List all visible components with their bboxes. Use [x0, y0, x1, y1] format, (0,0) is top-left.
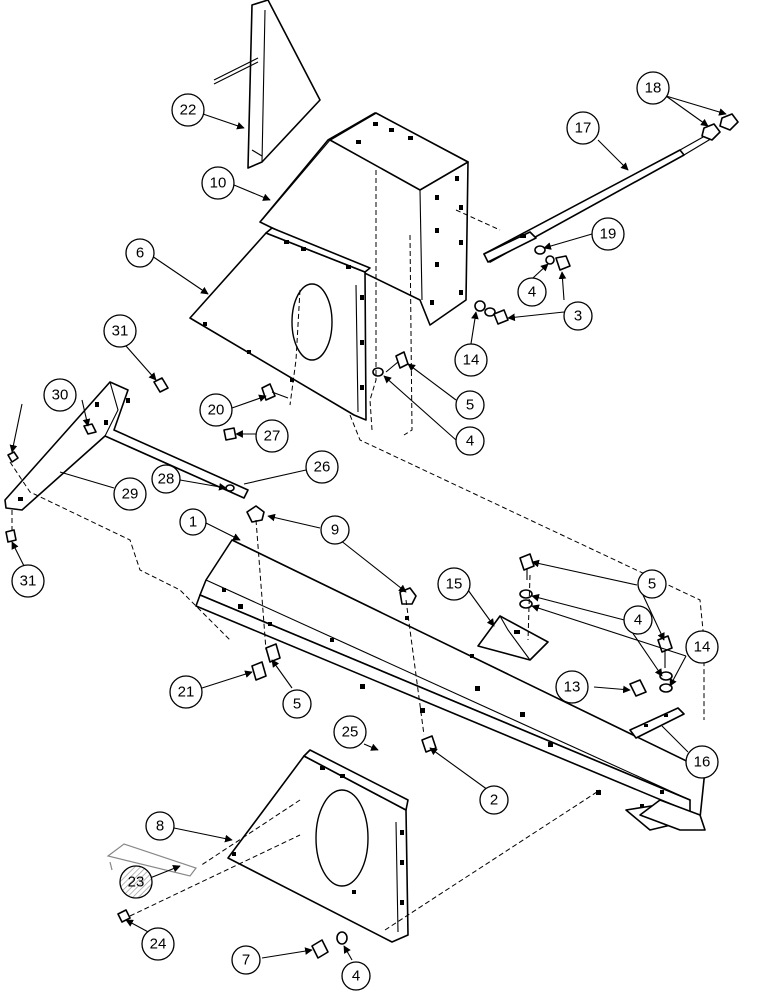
svg-text:28: 28 — [158, 471, 175, 488]
callout-15: 15 — [437, 567, 471, 601]
svg-text:6: 6 — [136, 245, 144, 262]
callout-20: 20 — [199, 393, 233, 427]
callout-22: 22 — [171, 93, 205, 127]
svg-text:23: 23 — [128, 874, 145, 891]
svg-text:27: 27 — [264, 428, 281, 445]
callout-31b: 31 — [11, 564, 45, 598]
callout-5c: 5 — [282, 689, 312, 719]
callout-4b: 4 — [455, 426, 485, 456]
svg-text:2: 2 — [490, 792, 498, 809]
svg-text:25: 25 — [342, 724, 359, 741]
svg-text:5: 5 — [466, 397, 474, 414]
svg-text:9: 9 — [331, 522, 339, 539]
svg-text:17: 17 — [575, 120, 592, 137]
svg-text:13: 13 — [564, 679, 581, 696]
part-16-strap — [629, 707, 685, 739]
callout-10: 10 — [201, 166, 235, 200]
callout-1: 1 — [179, 508, 207, 536]
callout-6: 6 — [125, 238, 155, 268]
svg-text:7: 7 — [242, 952, 250, 969]
callout-18: 18 — [636, 71, 670, 105]
bolts-under-channel — [251, 643, 437, 753]
svg-text:10: 10 — [210, 175, 227, 192]
part-15-bracket — [477, 615, 549, 661]
svg-text:31: 31 — [20, 573, 37, 590]
callout-14a: 14 — [454, 343, 488, 377]
small-hardware-left — [5, 377, 237, 543]
lower-hardware — [117, 909, 348, 959]
part-9-nuts — [246, 505, 417, 605]
callout-25: 25 — [333, 715, 367, 749]
callout-14b: 14 — [685, 630, 719, 664]
part-29-bracket — [4, 381, 249, 511]
callout-4a: 4 — [517, 277, 547, 307]
callout-29: 29 — [113, 477, 147, 511]
svg-text:30: 30 — [52, 387, 69, 404]
callout-30: 30 — [43, 378, 77, 412]
hardware-cluster-right — [519, 553, 673, 697]
callout-27: 27 — [255, 419, 289, 453]
callout-13: 13 — [555, 670, 589, 704]
part-18-nuts — [701, 113, 739, 141]
svg-text:21: 21 — [178, 684, 195, 701]
callout-16: 16 — [685, 745, 719, 779]
hardware-cluster-upper — [474, 245, 571, 325]
leader-lines — [9, 95, 727, 961]
svg-text:1: 1 — [189, 514, 197, 531]
part-8-plate — [227, 749, 409, 943]
callout-24: 24 — [141, 927, 175, 961]
svg-text:4: 4 — [528, 284, 536, 301]
callout-28: 28 — [151, 464, 181, 494]
callout-5a: 5 — [455, 390, 485, 420]
callout-31a: 31 — [103, 314, 137, 348]
svg-text:26: 26 — [314, 459, 331, 476]
svg-text:4: 4 — [352, 968, 360, 985]
callout-2: 2 — [479, 785, 509, 815]
callout-3: 3 — [563, 301, 593, 331]
svg-text:31: 31 — [112, 323, 129, 340]
part-17-rod — [483, 131, 715, 263]
svg-text:15: 15 — [446, 576, 463, 593]
svg-text:5: 5 — [293, 696, 301, 713]
callout-26: 26 — [305, 450, 339, 484]
svg-text:22: 22 — [180, 102, 197, 119]
svg-text:29: 29 — [122, 486, 139, 503]
svg-text:24: 24 — [150, 936, 167, 953]
callout-21: 21 — [169, 675, 203, 709]
svg-text:19: 19 — [600, 226, 617, 243]
callout-17: 17 — [566, 111, 600, 145]
svg-text:8: 8 — [156, 818, 164, 835]
svg-text:4: 4 — [466, 433, 474, 450]
callout-8: 8 — [145, 811, 175, 841]
part-10-bracket — [259, 112, 469, 326]
svg-text:14: 14 — [463, 352, 480, 369]
part-1-channel — [195, 539, 706, 831]
svg-text:5: 5 — [648, 576, 656, 593]
callout-5b: 5 — [637, 569, 667, 599]
svg-text:18: 18 — [645, 80, 662, 97]
callout-19: 19 — [591, 217, 625, 251]
part-22-plate — [213, 0, 321, 169]
svg-text:16: 16 — [694, 754, 711, 771]
callout-9: 9 — [320, 515, 350, 545]
part-6-plate — [189, 227, 371, 421]
svg-text:3: 3 — [574, 308, 582, 325]
alignment-lines — [9, 170, 705, 931]
part-23-lever — [106, 843, 197, 877]
callout-4c: 4 — [623, 605, 653, 635]
svg-text:14: 14 — [694, 639, 711, 656]
svg-text:4: 4 — [634, 612, 642, 629]
callout-4d: 4 — [341, 961, 371, 991]
svg-text:20: 20 — [208, 402, 225, 419]
callout-7: 7 — [231, 945, 261, 975]
callout-23: 23 — [119, 865, 153, 899]
